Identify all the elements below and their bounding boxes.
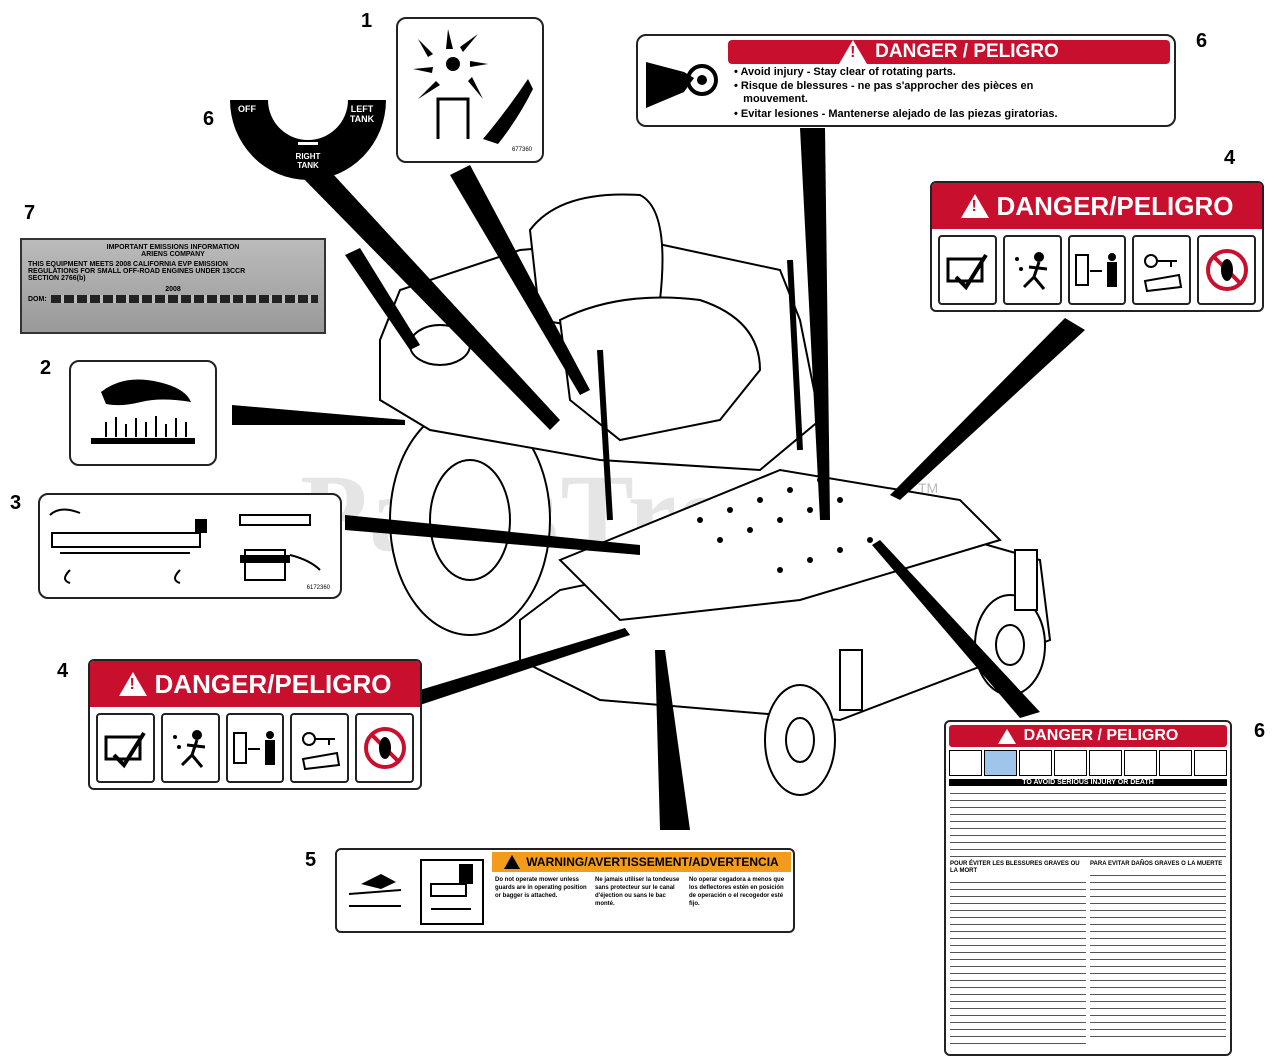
- decal-5-warning: WARNING/AVERTISSEMENT/ADVERTENCIA Do not…: [335, 848, 795, 933]
- entanglement-pictogram-icon: [413, 29, 533, 144]
- keep-distance-pictogram-icon: [225, 713, 285, 783]
- decal-7-emissions: IMPORTANT EMISSIONS INFORMATION ARIENS C…: [20, 238, 326, 334]
- warning-title: WARNING/AVERTISSEMENT/ADVERTENCIA: [526, 855, 779, 869]
- emissions-line-3: THIS EQUIPMENT MEETS 2008 CALIFORNIA EVP…: [28, 261, 228, 268]
- remove-key-pictogram-icon: [290, 713, 350, 783]
- decal-6-rotating-parts: DANGER / PELIGRO • Avoid injury - Stay c…: [636, 34, 1176, 127]
- large-danger-es-head: PARA EVITAR DAÑOS GRAVES O LA MUERTE: [1090, 861, 1223, 867]
- danger-left-title: DANGER/PELIGRO: [154, 668, 392, 699]
- callout-4-left: 4: [57, 660, 69, 682]
- rotating-line-1: • Avoid injury - Stay clear of rotating …: [734, 66, 956, 78]
- no-feet-pictogram-icon: [355, 713, 414, 783]
- emissions-year: 2008: [165, 286, 181, 293]
- warning-col-en: Do not operate mower unless guards are i…: [495, 877, 587, 899]
- rotating-line-2: • Risque de blessures - ne pas s'approch…: [734, 80, 1034, 92]
- danger-right-header: DANGER/PELIGRO: [932, 183, 1262, 229]
- callout-4-right: 4: [1224, 147, 1236, 169]
- emissions-line-2: ARIENS COMPANY: [141, 251, 205, 258]
- rotating-danger-title: DANGER / PELIGRO: [875, 41, 1059, 62]
- large-danger-fr-head: POUR ÉVITER LES BLESSURES GRAVES OU LA M…: [950, 861, 1080, 874]
- rotating-line-4: • Evitar lesiones - Mantenerse alejado d…: [734, 108, 1058, 120]
- read-manual-pictogram-icon: [96, 713, 155, 783]
- large-danger-es-text-block: [1090, 871, 1226, 1041]
- callout-6-rotating: 6: [1196, 30, 1208, 52]
- decal-4-danger-left: DANGER/PELIGRO: [88, 659, 422, 790]
- warning-triangle-icon: [118, 672, 147, 696]
- selector-right-tank: RIGHT TANK: [295, 152, 321, 170]
- thrown-objects-pictogram-icon: [1002, 235, 1062, 305]
- emissions-line-1: IMPORTANT EMISSIONS INFORMATION: [106, 244, 240, 251]
- read-manual-pictogram-icon: [938, 235, 997, 305]
- decal-6-large-danger: DANGER / PELIGRO TO AVOID SERIOUS INJURY…: [944, 720, 1232, 1056]
- trademark-mark: TM: [918, 480, 939, 496]
- deck-lift-pictogram-icon: [49, 508, 321, 584]
- large-danger-fr-text-block: [950, 878, 1086, 1048]
- callout-6-large: 6: [1254, 720, 1266, 742]
- emissions-line-5: SECTION 2766(b): [28, 275, 86, 282]
- warning-triangle-icon: [504, 855, 521, 869]
- warning-triangle-icon: [839, 40, 868, 64]
- large-danger-en-text-block: [950, 789, 1226, 857]
- decal-3-code: 6172360: [306, 585, 330, 591]
- callout-3: 3: [10, 492, 22, 514]
- selector-off: OFF: [238, 104, 256, 114]
- decal-3-deck-lift: 6172360: [38, 493, 342, 599]
- callout-6-selector: 6: [203, 108, 215, 130]
- large-danger-header: DANGER / PELIGRO: [949, 725, 1227, 747]
- decal-4-danger-right: DANGER/PELIGRO: [930, 181, 1264, 312]
- decal-1-code: 677360: [511, 147, 532, 153]
- selector-arc-icon: [230, 100, 386, 180]
- warning-triangle-icon: [997, 728, 1016, 744]
- decal-6-tank-selector: OFF LEFT TANK RIGHT TANK: [228, 92, 388, 182]
- remove-key-pictogram-icon: [1132, 235, 1192, 305]
- keep-distance-pictogram-icon: [1067, 235, 1127, 305]
- warning-col-fr: Ne jamais utiliser la tondeuse sans prot…: [595, 877, 680, 907]
- discharge-guard-pictogram-icon: [348, 859, 484, 925]
- danger-left-header: DANGER/PELIGRO: [90, 661, 420, 707]
- warning-header: WARNING/AVERTISSEMENT/ADVERTENCIA: [492, 852, 791, 872]
- rotating-line-3: mouvement.: [734, 93, 808, 105]
- callout-7: 7: [24, 202, 36, 224]
- decal-2-hot-surface: [69, 360, 217, 466]
- thrown-objects-pictogram-icon: [160, 713, 220, 783]
- emissions-line-4: REGULATIONS FOR SMALL OFF-ROAD ENGINES U…: [28, 268, 246, 275]
- callout-2: 2: [40, 357, 52, 379]
- emissions-dom: DOM:: [28, 295, 47, 303]
- callout-1: 1: [361, 10, 373, 32]
- decal-1-entanglement: 677360: [396, 17, 544, 163]
- selector-left-tank: LEFT TANK: [349, 104, 375, 124]
- danger-right-title: DANGER/PELIGRO: [996, 190, 1234, 221]
- large-danger-subheader: TO AVOID SERIOUS INJURY OR DEATH: [949, 779, 1227, 786]
- warning-col-es: No operar cegadora a menos que los defle…: [689, 877, 785, 907]
- hot-surface-pictogram-icon: [91, 379, 195, 444]
- no-feet-pictogram-icon: [1197, 235, 1256, 305]
- rotating-hand-icon: [646, 62, 718, 108]
- emissions-month-strip: [50, 295, 318, 303]
- callout-5: 5: [305, 849, 317, 871]
- large-danger-title: DANGER / PELIGRO: [1023, 727, 1179, 744]
- large-danger-pictogram-strip: [946, 750, 1230, 776]
- warning-triangle-icon: [960, 194, 989, 218]
- rotating-danger-header: DANGER / PELIGRO: [728, 40, 1170, 64]
